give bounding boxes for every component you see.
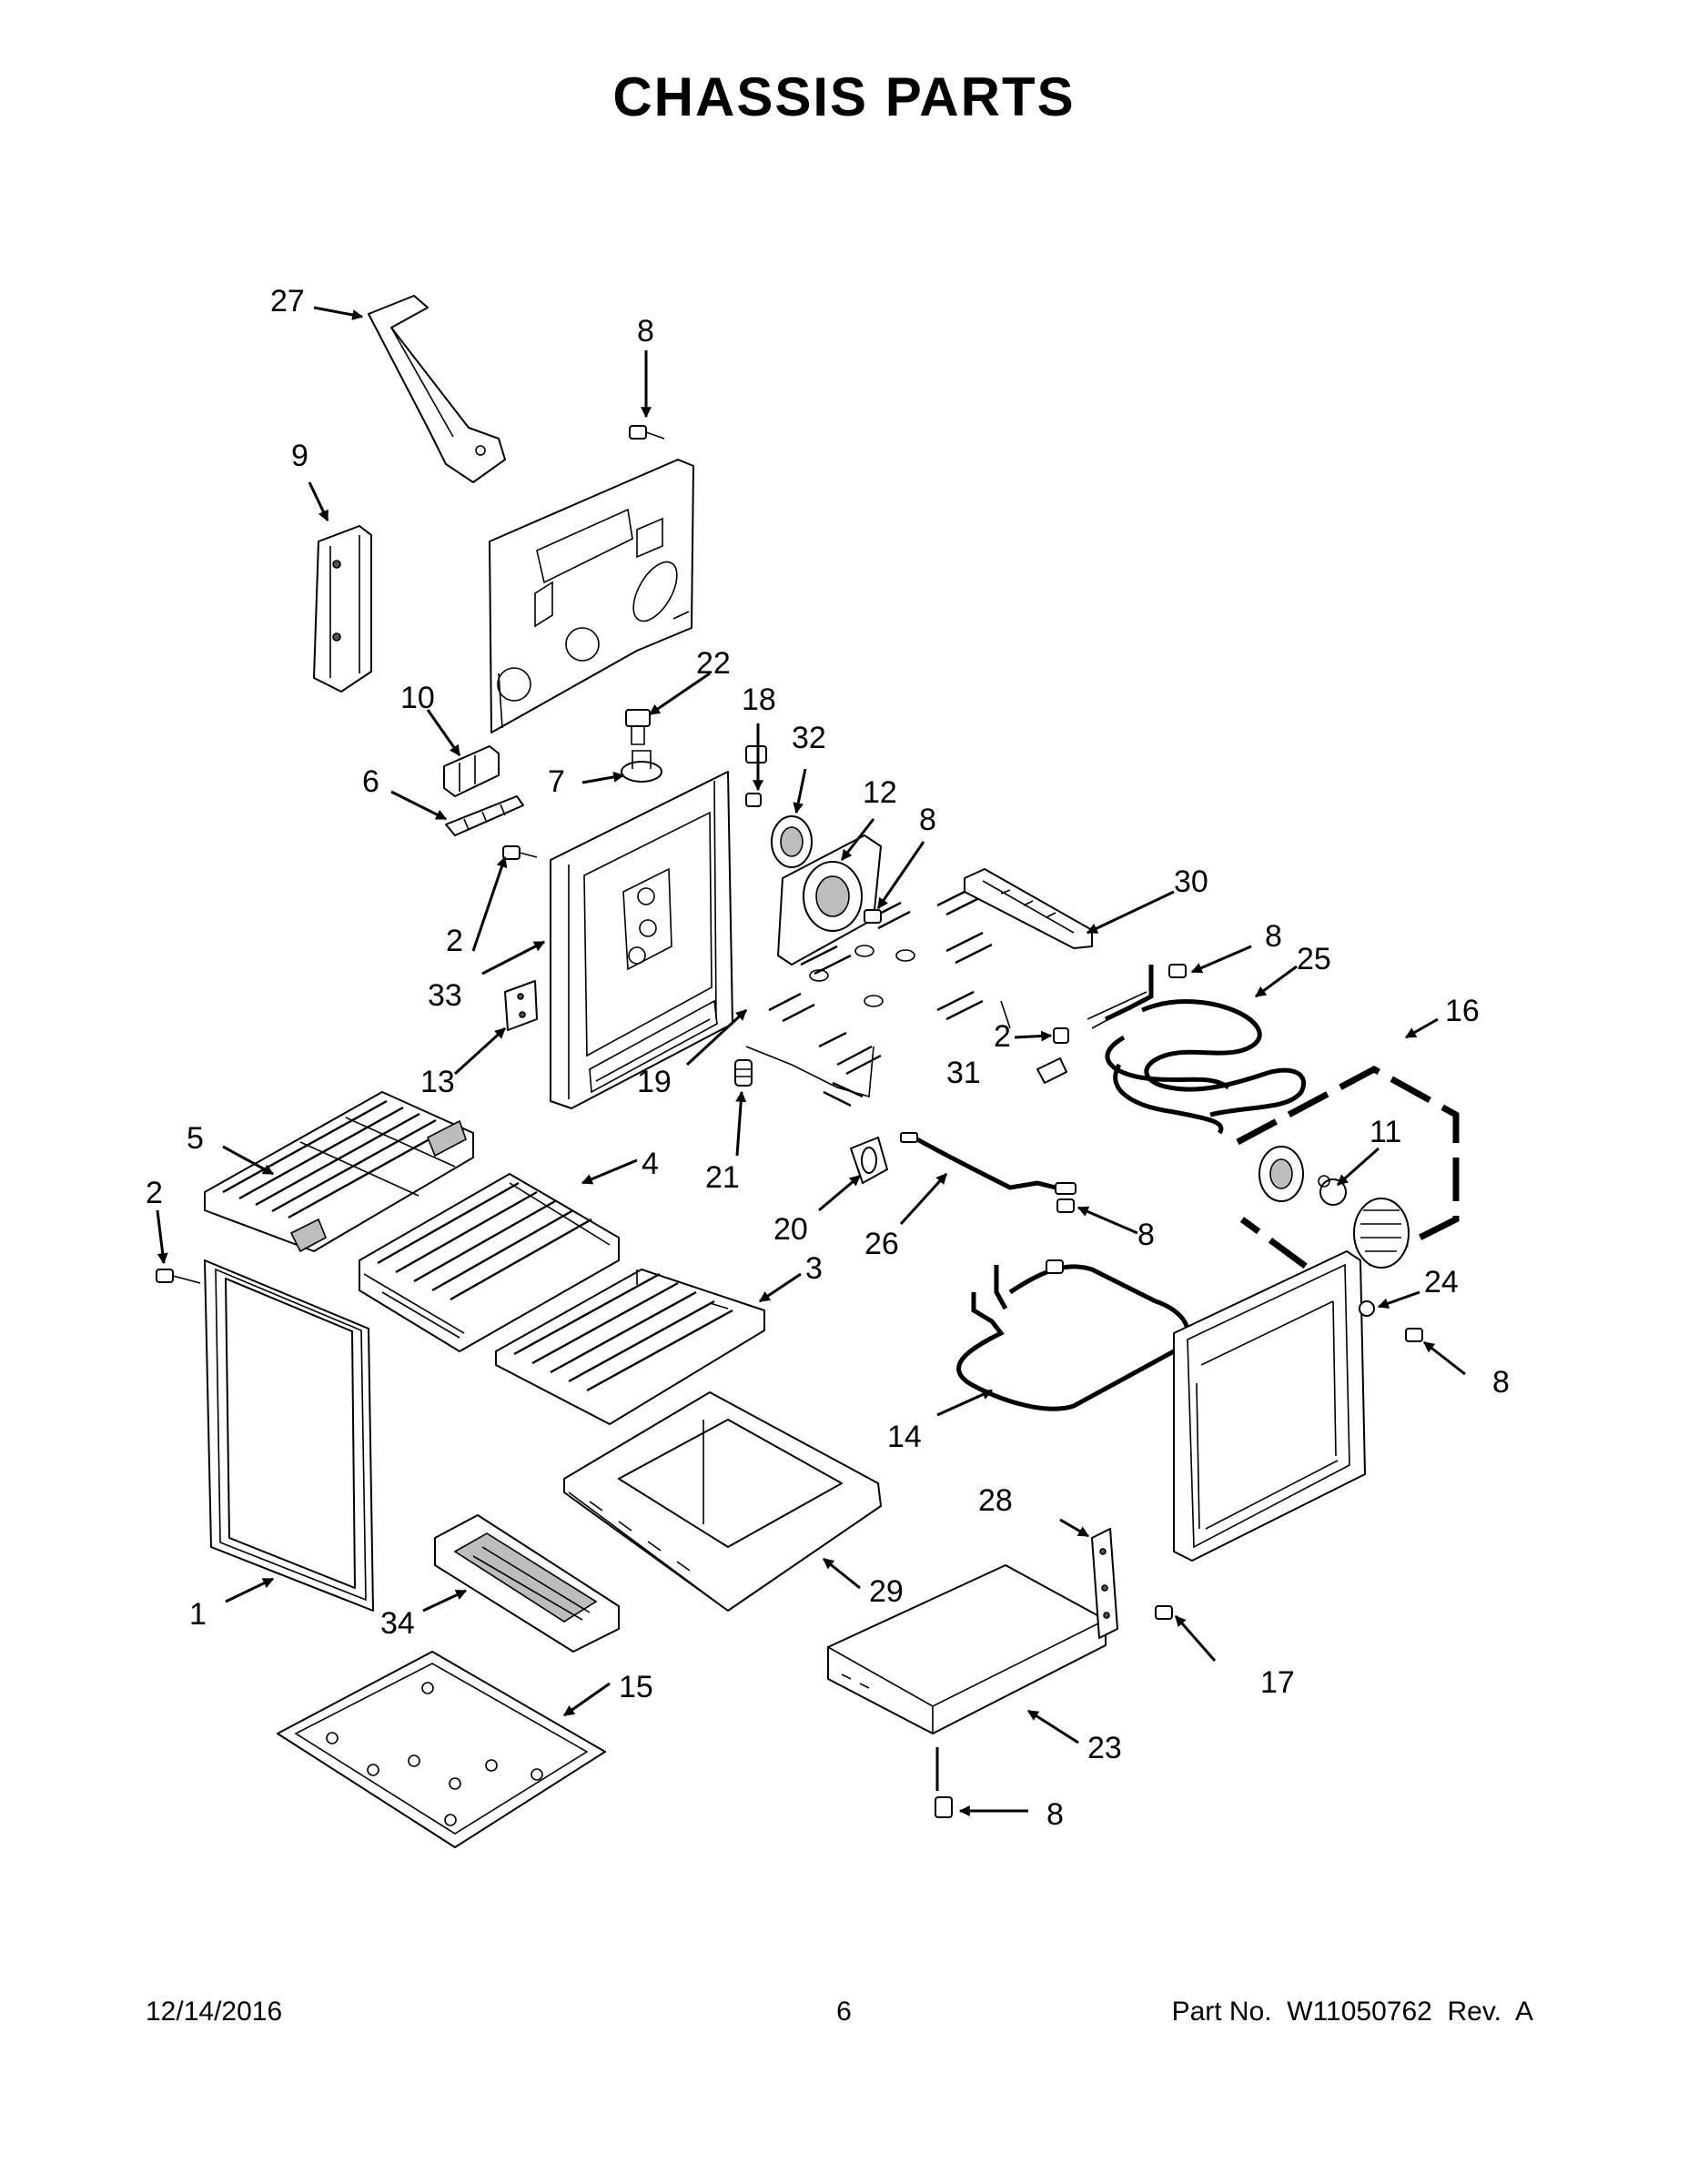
top-bracket-27 [368, 295, 506, 483]
screw-8-element [1046, 1259, 1064, 1274]
screw-top-8 [629, 425, 665, 440]
callout-10: 10 [400, 681, 435, 715]
screw-2-door [156, 1269, 201, 1284]
callout-25: 25 [1297, 942, 1331, 976]
callout-29: 29 [869, 1574, 904, 1609]
oven-cavity-frame-33 [550, 771, 733, 1109]
screw-8-sensor [1056, 1198, 1075, 1213]
vent-duct-30 [964, 868, 1093, 949]
callout-1: 1 [189, 1597, 207, 1632]
callout-28: 28 [978, 1483, 1013, 1518]
callout-19: 19 [637, 1065, 672, 1099]
callout-27: 27 [270, 284, 305, 318]
oven-rack-3 [495, 1269, 765, 1425]
lamp-socket-11 [1258, 1146, 1410, 1269]
callout-7: 7 [548, 764, 565, 799]
footer-date: 12/14/2016 [146, 1997, 283, 2027]
callout-9: 9 [291, 439, 308, 473]
callout-23: 23 [1087, 1731, 1122, 1765]
callout-8: 8 [1265, 919, 1282, 954]
temperature-sensor-26 [900, 1132, 1076, 1195]
callout-12: 12 [863, 775, 897, 810]
callout-21: 21 [705, 1160, 740, 1195]
callout-30: 30 [1174, 864, 1208, 899]
back-panel [489, 459, 694, 733]
screw-2-mid [1053, 1027, 1069, 1044]
door-frame-1 [204, 1259, 374, 1612]
callout-3: 3 [805, 1251, 823, 1286]
bracket-6 [445, 795, 524, 836]
page-title: CHASSIS PARTS [612, 66, 1076, 127]
fan-shroud-7 [621, 750, 662, 783]
footer-page-number: 6 [836, 1997, 852, 2027]
callout-8: 8 [919, 803, 936, 837]
wire-harness-19 [745, 885, 1011, 1107]
bottom-tray-15 [277, 1651, 606, 1848]
callout-8: 8 [1492, 1365, 1510, 1400]
footer-part-number: Part No. W11050762 Rev. A [1171, 1997, 1533, 2027]
callout-8: 8 [1046, 1797, 1064, 1832]
callout-22: 22 [696, 646, 731, 681]
screw-8-fan [864, 909, 882, 924]
drawer-23 [827, 1564, 1107, 1734]
oven-light-assembly-16 [1236, 1066, 1460, 1288]
callout-8: 8 [1137, 1218, 1155, 1252]
callout-13: 13 [420, 1065, 455, 1099]
callout-14: 14 [887, 1420, 922, 1454]
fan-blade-32 [771, 815, 813, 868]
bracket-10 [443, 745, 500, 797]
callout-18: 18 [742, 682, 776, 717]
callout-11: 11 [1370, 1115, 1401, 1149]
bake-element-25 [1087, 965, 1306, 1135]
callout-26: 26 [864, 1227, 899, 1261]
callout-5: 5 [187, 1121, 204, 1156]
clip-31 [1036, 1057, 1067, 1084]
element-14 [956, 1264, 1190, 1411]
callout-8: 8 [637, 314, 654, 349]
valve-21 [734, 1059, 753, 1087]
igniter-20 [850, 1137, 888, 1184]
hinge-28 [1091, 1528, 1118, 1639]
side-panel [1173, 1250, 1375, 1562]
callout-2: 2 [146, 1176, 163, 1210]
screw-8-bake [1168, 964, 1187, 978]
callout-2: 2 [994, 1019, 1011, 1054]
screw-2-left [502, 845, 538, 860]
callout-6: 6 [362, 764, 379, 799]
vent-34 [434, 1514, 620, 1653]
sensor-22 [625, 709, 651, 745]
screw-8-bottom [935, 1796, 953, 1818]
callout-33: 33 [428, 978, 462, 1013]
convection-fan-12 [745, 745, 882, 966]
callout-4: 4 [642, 1147, 659, 1181]
callout-20: 20 [773, 1212, 808, 1247]
sliding-rack-4 [359, 1173, 620, 1352]
callout-15: 15 [619, 1670, 653, 1704]
callout-2: 2 [446, 924, 463, 958]
screw-8-side [1405, 1328, 1423, 1342]
callout-17: 17 [1260, 1665, 1295, 1700]
callout-arrows [156, 306, 1466, 1816]
broiler-pan-29 [563, 1391, 882, 1612]
callout-32: 32 [792, 721, 826, 755]
screw-18 [745, 793, 762, 807]
callout-24: 24 [1424, 1265, 1459, 1299]
screws [156, 425, 1423, 1818]
callout-31: 31 [946, 1056, 981, 1090]
callout-labels: 27 8 9 10 6 7 22 18 32 12 8 30 8 25 16 1… [146, 284, 1510, 1832]
callout-34: 34 [380, 1606, 415, 1641]
side-channel-9 [313, 525, 372, 693]
callout-16: 16 [1445, 994, 1480, 1028]
oven-rack-5 [204, 1091, 474, 1253]
bracket-13 [504, 980, 538, 1031]
screw-17 [1155, 1605, 1173, 1620]
